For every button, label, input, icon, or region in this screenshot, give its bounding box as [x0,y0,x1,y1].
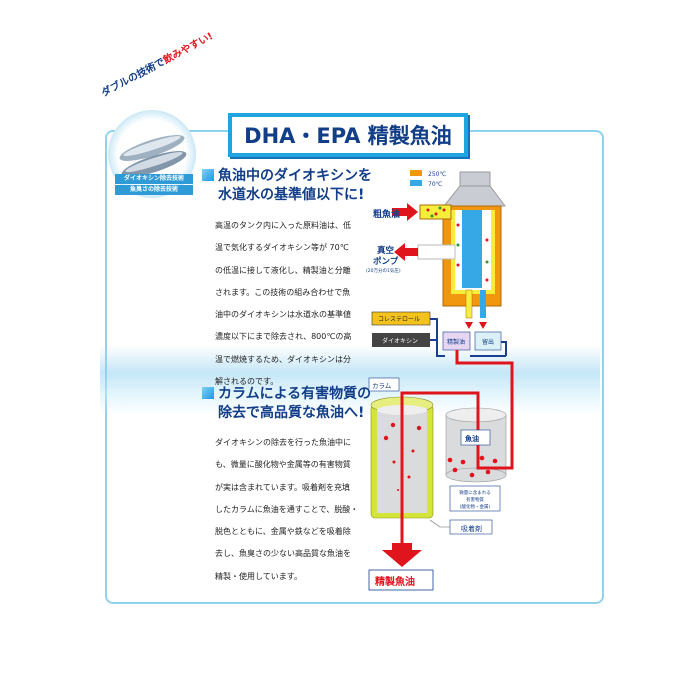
badge-tagline: ダブルの技術で飲みやすい! [99,31,216,100]
section1-heading: 魚油中のダイオキシンを 水道水の基準値以下に! [202,167,372,205]
water-splash-decoration [100,345,600,415]
square-bullet-icon [202,169,214,181]
square-bullet-icon [202,387,214,399]
page-title: DHA・EPA 精製魚油 [244,124,452,148]
fish-illustration [119,135,187,177]
section1-body: 高温のタンク内に入った原料油は、低温で気化するダイオキシン等が 70℃ の低温に… [215,221,352,387]
badge-ribbon-dioxin: ダイオキシン除去技術 [115,174,193,184]
section2-body: ダイオキシンの除去を行った魚油中にも、微量に酸化物や金属等の有害物質 が実は含ま… [215,438,359,581]
title-box: DHA・EPA 精製魚油 [228,113,468,157]
badge-ribbon-odor: 魚臭さの除去技術 [115,185,193,195]
section2-heading: カラムによる有害物質の 除去で高品質な魚油へ! [202,385,371,423]
